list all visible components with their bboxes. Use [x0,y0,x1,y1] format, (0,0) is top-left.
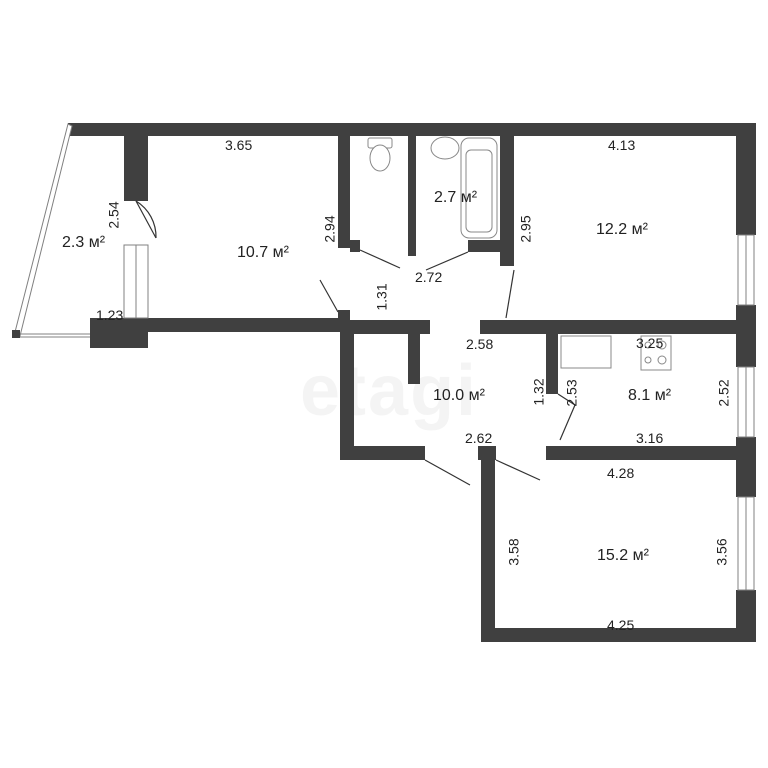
sink-icon [430,136,460,160]
bathroom-area: 2.7 м² [434,189,478,206]
stove-icon [640,335,672,371]
room-3-area: 15.2 м² [597,547,649,564]
balcony-area: 2.3 м² [62,234,106,251]
kitchen-right-dim: 2.52 [715,379,732,407]
room-1-area: 10.7 м² [237,244,289,261]
room-3-bottom-dim: 4.25 [607,617,635,633]
room-1-top-dim: 3.65 [225,137,253,153]
corridor-height-dim: 1.31 [373,283,390,311]
fixtures [367,136,672,371]
corridor-width-dim: 2.72 [415,269,443,285]
windows [737,234,755,591]
toilet-icon [369,144,391,172]
watermark: etagi [300,350,478,432]
balcony-bottom-dim: 1.23 [96,307,124,323]
room-3-left-dim: 3.58 [505,538,522,566]
room-3-top-dim: 4.28 [607,465,635,481]
doors [135,200,576,486]
hall-top-dim: 2.58 [466,336,494,352]
hall-right-dim: 1.32 [530,378,547,406]
kitchen-top-dim: 3.25 [636,335,664,351]
walls [68,123,756,642]
kitchen-bottom-dim: 3.16 [636,430,664,446]
room-2-area: 12.2 м² [596,221,648,238]
hall-area: 10.0 м² [433,387,485,404]
kitchen-area: 8.1 м² [628,387,672,404]
room-1-right-dim: 2.94 [321,215,338,243]
hall-bottom-dim: 2.62 [465,430,493,446]
kitchen-sink-icon [560,335,612,369]
kitchen-left-dim: 2.53 [563,379,580,407]
balcony-side-dim: 2.54 [105,201,122,229]
room-2-left-dim: 2.95 [517,215,534,243]
room-2-top-dim: 4.13 [608,137,636,153]
room-3-right-dim: 3.56 [713,538,730,566]
